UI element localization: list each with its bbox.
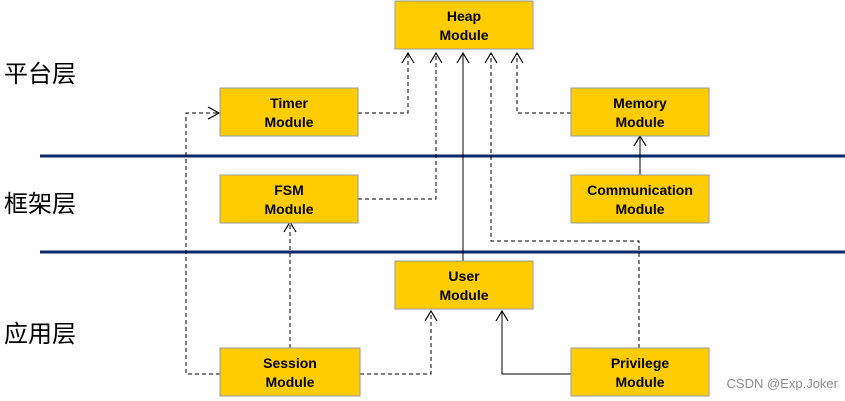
user-module-name: User <box>448 268 480 284</box>
timer-module-box <box>219 87 359 137</box>
user-module: User Module <box>394 260 534 310</box>
arrowhead-memory-heap <box>510 51 524 64</box>
privilege-module-suffix: Module <box>616 374 665 390</box>
connector-memory-heap <box>516 54 571 114</box>
connector-session-timer <box>185 112 220 375</box>
fsm-module: FSM Module <box>219 174 359 224</box>
connector-fsm-heap <box>358 54 437 200</box>
heap-module-suffix: Module <box>440 27 489 43</box>
fsm-module-name: FSM <box>274 182 304 198</box>
connector-privilege-user <box>501 312 571 375</box>
communication-module-name: Communication <box>587 182 693 198</box>
communication-module-box <box>570 174 710 224</box>
connector-timer-heap <box>358 54 409 114</box>
connector-session-user <box>360 312 432 375</box>
heap-module: Heap Module <box>394 0 534 50</box>
timer-module-suffix: Module <box>265 114 314 130</box>
arrowhead-privilege-heap <box>484 51 498 64</box>
session-module: Session Module <box>219 347 361 397</box>
memory-module-box <box>570 87 710 137</box>
session-module-name: Session <box>263 355 317 371</box>
arrowhead-user-heap <box>456 51 470 64</box>
memory-module: Memory Module <box>570 87 710 137</box>
arrowhead-privilege-user <box>495 309 509 322</box>
layer-label-framework: 框架层 <box>4 190 76 218</box>
arrowhead-session-user <box>424 309 438 322</box>
timer-module-name: Timer <box>270 95 308 111</box>
privilege-module-name: Privilege <box>611 355 670 371</box>
timer-module: Timer Module <box>219 87 359 137</box>
heap-module-box <box>394 0 534 50</box>
fsm-module-box <box>219 174 359 224</box>
arrowhead-session-timer <box>207 106 221 120</box>
arrowhead-timer-heap <box>401 51 415 64</box>
layer-label-application: 应用层 <box>4 320 76 348</box>
privilege-module: Privilege Module <box>570 347 710 397</box>
communication-module-suffix: Module <box>616 201 665 217</box>
user-module-suffix: Module <box>440 287 489 303</box>
fsm-module-suffix: Module <box>265 201 314 217</box>
watermark: CSDN @Exp.Joker <box>727 376 839 391</box>
memory-module-suffix: Module <box>616 114 665 130</box>
arrowhead-fsm-heap <box>429 51 443 64</box>
session-module-box <box>219 347 361 397</box>
privilege-module-box <box>570 347 710 397</box>
user-module-box <box>394 260 534 310</box>
memory-module-name: Memory <box>613 95 667 111</box>
session-module-suffix: Module <box>266 374 315 390</box>
layer-label-platform: 平台层 <box>4 60 76 88</box>
communication-module: Communication Module <box>570 174 710 224</box>
heap-module-name: Heap <box>447 8 481 24</box>
